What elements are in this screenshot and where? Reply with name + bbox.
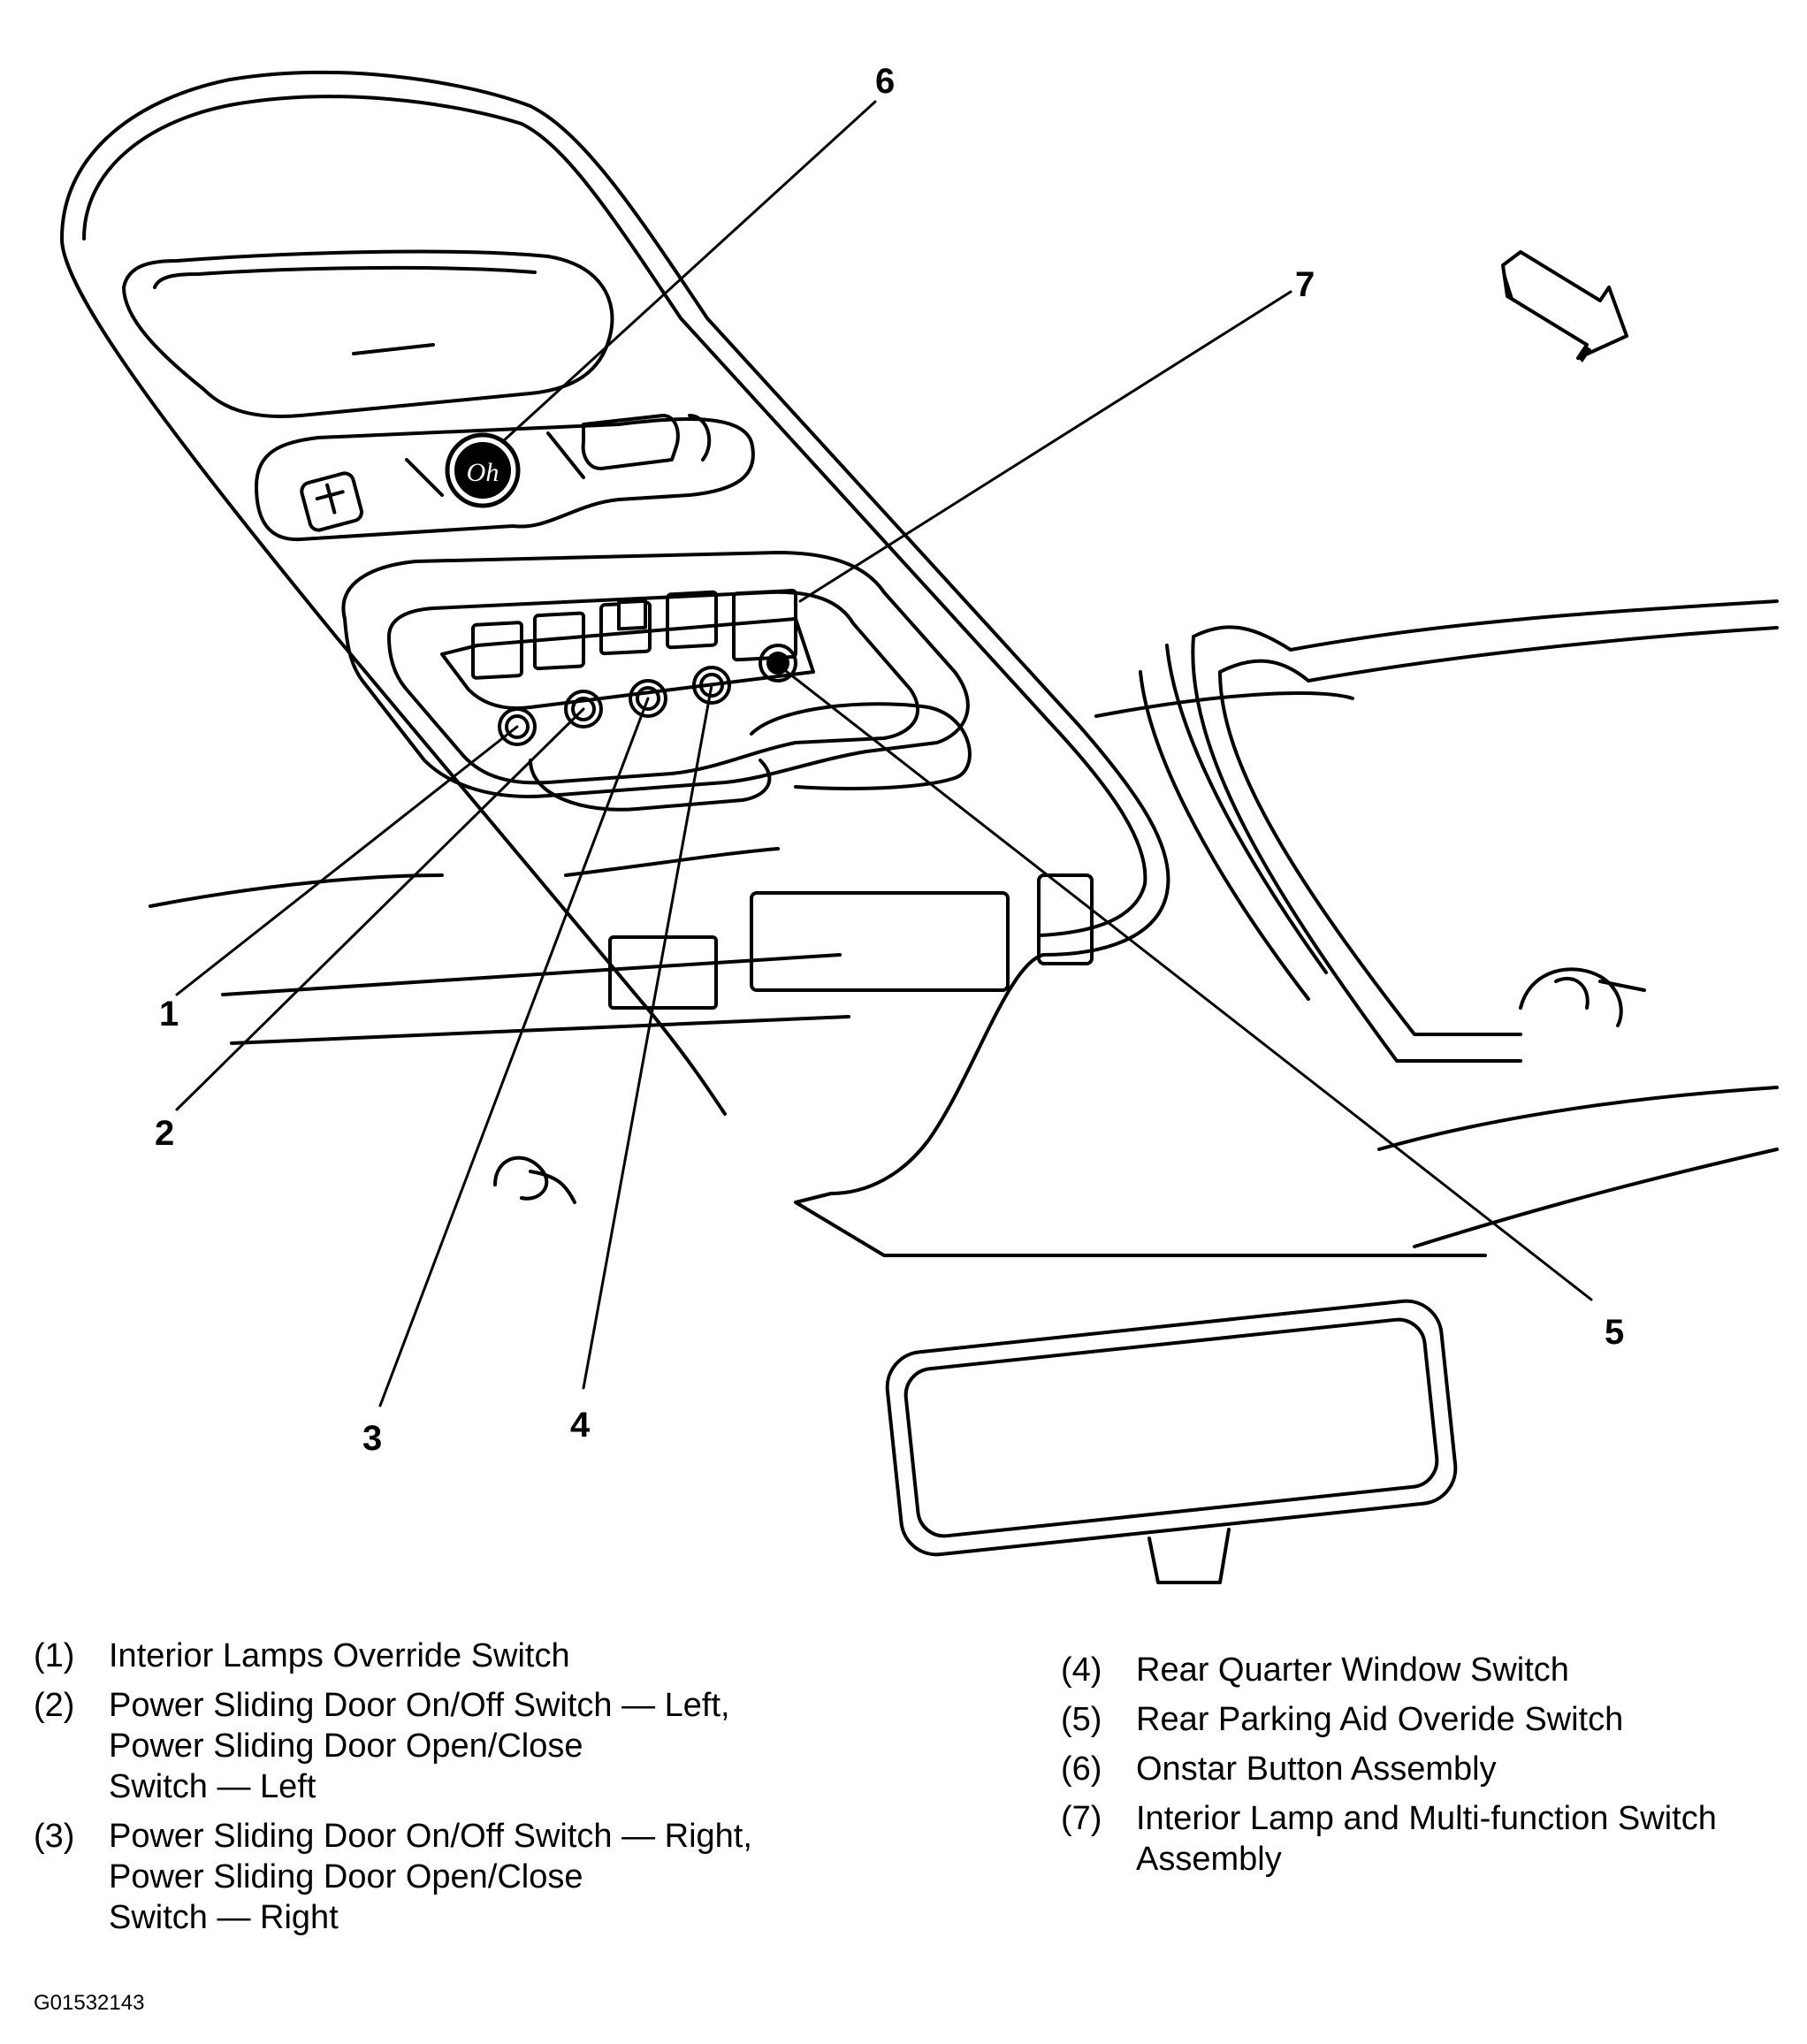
switch-panel-housing (341, 551, 970, 798)
legend-key: (5) (1061, 1701, 1102, 1738)
onstar-button-outer (445, 432, 521, 508)
rearview-mirror-mount (1147, 1528, 1231, 1584)
legend-right: (4) Rear Quarter Window Switch (5) Rear … (1061, 1650, 1786, 1888)
callout-number-1: 1 (159, 995, 179, 1033)
legend-item-2: (2) Power Sliding Door On/Off Switch — L… (34, 1685, 1006, 1807)
callout-number-4: 4 (570, 1406, 591, 1445)
console-inner-outline (60, 95, 1147, 1116)
legend-left: (1) Interior Lamps Override Switch (2) P… (34, 1636, 1006, 1947)
leader-line-3 (378, 697, 650, 1407)
legend-key: (4) (1061, 1651, 1102, 1689)
lower-lamp-center (750, 891, 1010, 992)
front-direction-arrow-shade (1503, 265, 1591, 362)
legend-key: (2) (34, 1687, 75, 1724)
leader-line-4 (582, 683, 713, 1390)
switch-2 (533, 611, 603, 728)
leader-line-2 (175, 707, 585, 1111)
switch-4 (666, 590, 731, 705)
legend-text: Rear Parking Aid Overide Switch (1136, 1701, 1624, 1738)
switch-panel-bezel (440, 617, 815, 710)
callout-number-6: 6 (875, 62, 895, 101)
legend-item-6: (6) Onstar Button Assembly (1061, 1749, 1786, 1789)
lamp-button (300, 471, 363, 532)
coat-hook-left (493, 1155, 576, 1204)
legend-key: (3) (34, 1818, 75, 1855)
rearview-mirror-outer (885, 1299, 1458, 1557)
lower-lamp-left (608, 935, 718, 1010)
rearview-mirror-inner (904, 1317, 1439, 1538)
leader-line-1 (175, 725, 519, 996)
storage-compartment-inner (153, 265, 537, 355)
sunroof-inner (1139, 644, 1328, 1001)
legend-item-3: (3) Power Sliding Door On/Off Switch — R… (34, 1816, 1006, 1938)
legend-item-7: (7) Interior Lamp and Multi-function Swi… (1061, 1798, 1786, 1880)
legend-item-4: (4) Rear Quarter Window Switch (1061, 1650, 1786, 1690)
legend-item-5: (5) Rear Parking Aid Overide Switch (1061, 1699, 1786, 1740)
figure-id: G01532143 (34, 1991, 145, 2015)
legend-text: Interior Lamp and Multi-function Switch … (1136, 1800, 1717, 1878)
callout-number-2: 2 (155, 1114, 174, 1153)
legend-key: (6) (1061, 1750, 1102, 1788)
onstar-button-text: Oh (467, 458, 499, 487)
onstar-button-inner (454, 442, 511, 499)
headliner-line-right (1094, 691, 1779, 1248)
callout-number-7: 7 (1295, 265, 1315, 304)
switch-5 (732, 589, 797, 683)
legend-text: Onstar Button Assembly (1136, 1750, 1497, 1788)
plus-icon (315, 483, 345, 515)
headliner-line-left (149, 847, 850, 1045)
legend-text: Power Sliding Door On/Off Switch — Right… (109, 1818, 752, 1936)
storage-bin (529, 702, 972, 812)
upper-bezel (255, 417, 755, 542)
overhead-console-diagram: Oh 1 2 3 4 (60, 62, 1779, 1584)
legend-text: Power Sliding Door On/Off Switch — Left,… (109, 1687, 730, 1805)
leader-line-6 (500, 100, 877, 444)
lower-lamp-right (1037, 873, 1094, 965)
leader-line-7 (798, 290, 1292, 603)
legend-text: Interior Lamps Override Switch (109, 1637, 570, 1674)
console-outer-outline (60, 70, 1487, 1257)
coat-hook-right (1519, 967, 1646, 1027)
leader-line-5 (776, 663, 1593, 1301)
legend-key: (7) (1061, 1800, 1102, 1837)
switch-1 (471, 621, 537, 746)
dome-lamp-lens (581, 414, 712, 470)
upper-bezel-divider (405, 431, 585, 497)
legend-key: (1) (34, 1637, 75, 1674)
storage-compartment (122, 249, 614, 418)
callout-number-5: 5 (1605, 1313, 1624, 1352)
callout-number-3: 3 (362, 1419, 382, 1458)
sunroof-outline (1191, 599, 1779, 1063)
legend-text: Rear Quarter Window Switch (1136, 1651, 1569, 1689)
legend-item-1: (1) Interior Lamps Override Switch (34, 1636, 1006, 1676)
switch-3 (599, 599, 667, 718)
front-direction-arrow (1501, 250, 1628, 360)
